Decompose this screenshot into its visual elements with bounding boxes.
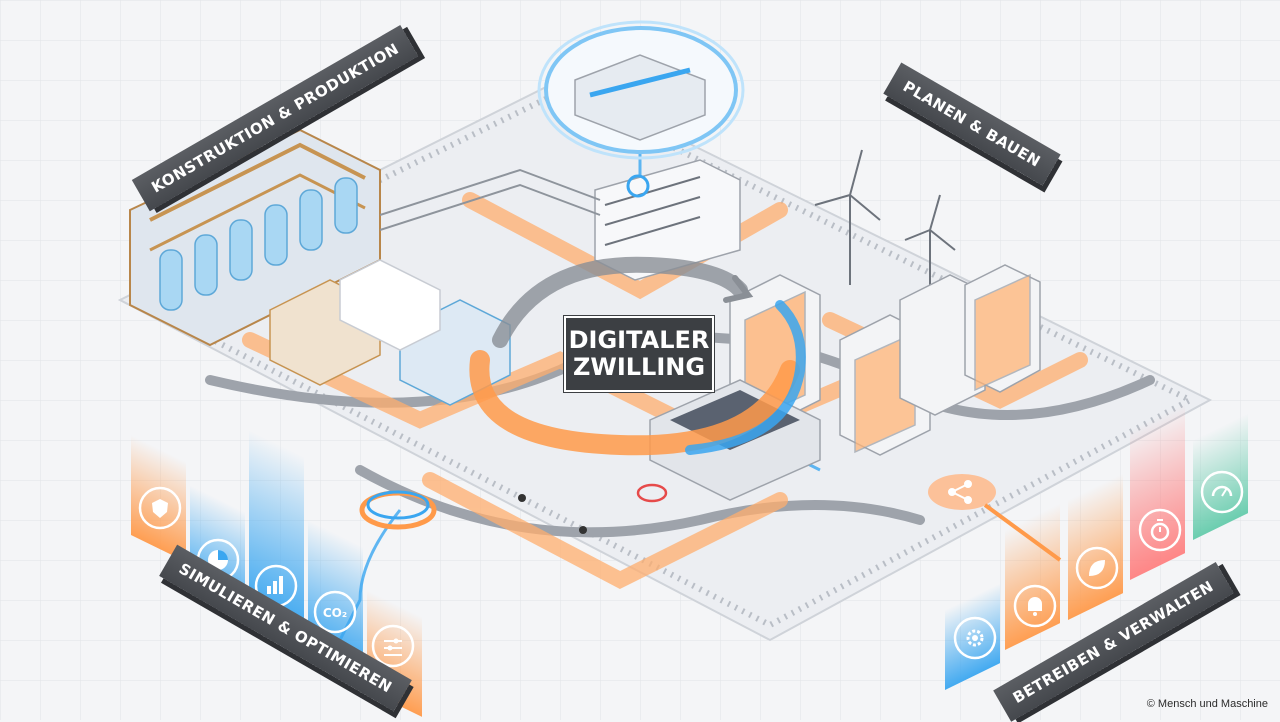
office-building — [594, 159, 741, 281]
co2-icon: CO₂ — [313, 590, 357, 634]
skywalk-bridge — [379, 168, 601, 231]
bell-icon — [1013, 584, 1057, 628]
leaf-icon — [1075, 546, 1119, 590]
sliders-icon — [371, 624, 415, 668]
stopwatch-icon — [1138, 508, 1182, 552]
shield-icon — [138, 486, 182, 530]
copyright-notice: © Mensch und Maschine — [1146, 698, 1268, 710]
badge-line-1: DIGITALER — [568, 326, 710, 354]
co2-icon-text: CO₂ — [323, 606, 347, 620]
badge-line-2: ZWILLING — [572, 353, 706, 381]
network-nodes — [359, 474, 996, 534]
share-icon — [948, 480, 972, 504]
cycle-arrows — [469, 256, 806, 456]
left-bar-1 — [131, 435, 186, 562]
gear-icon — [953, 616, 997, 660]
magnifier-bubble — [537, 20, 745, 160]
right-bar-2 — [1005, 503, 1060, 650]
digital-twin-badge: DIGITALER ZWILLING — [563, 315, 715, 393]
left-bar-3 — [249, 430, 304, 627]
right-bar-4 — [1130, 403, 1185, 580]
gauge-icon — [1200, 470, 1244, 514]
